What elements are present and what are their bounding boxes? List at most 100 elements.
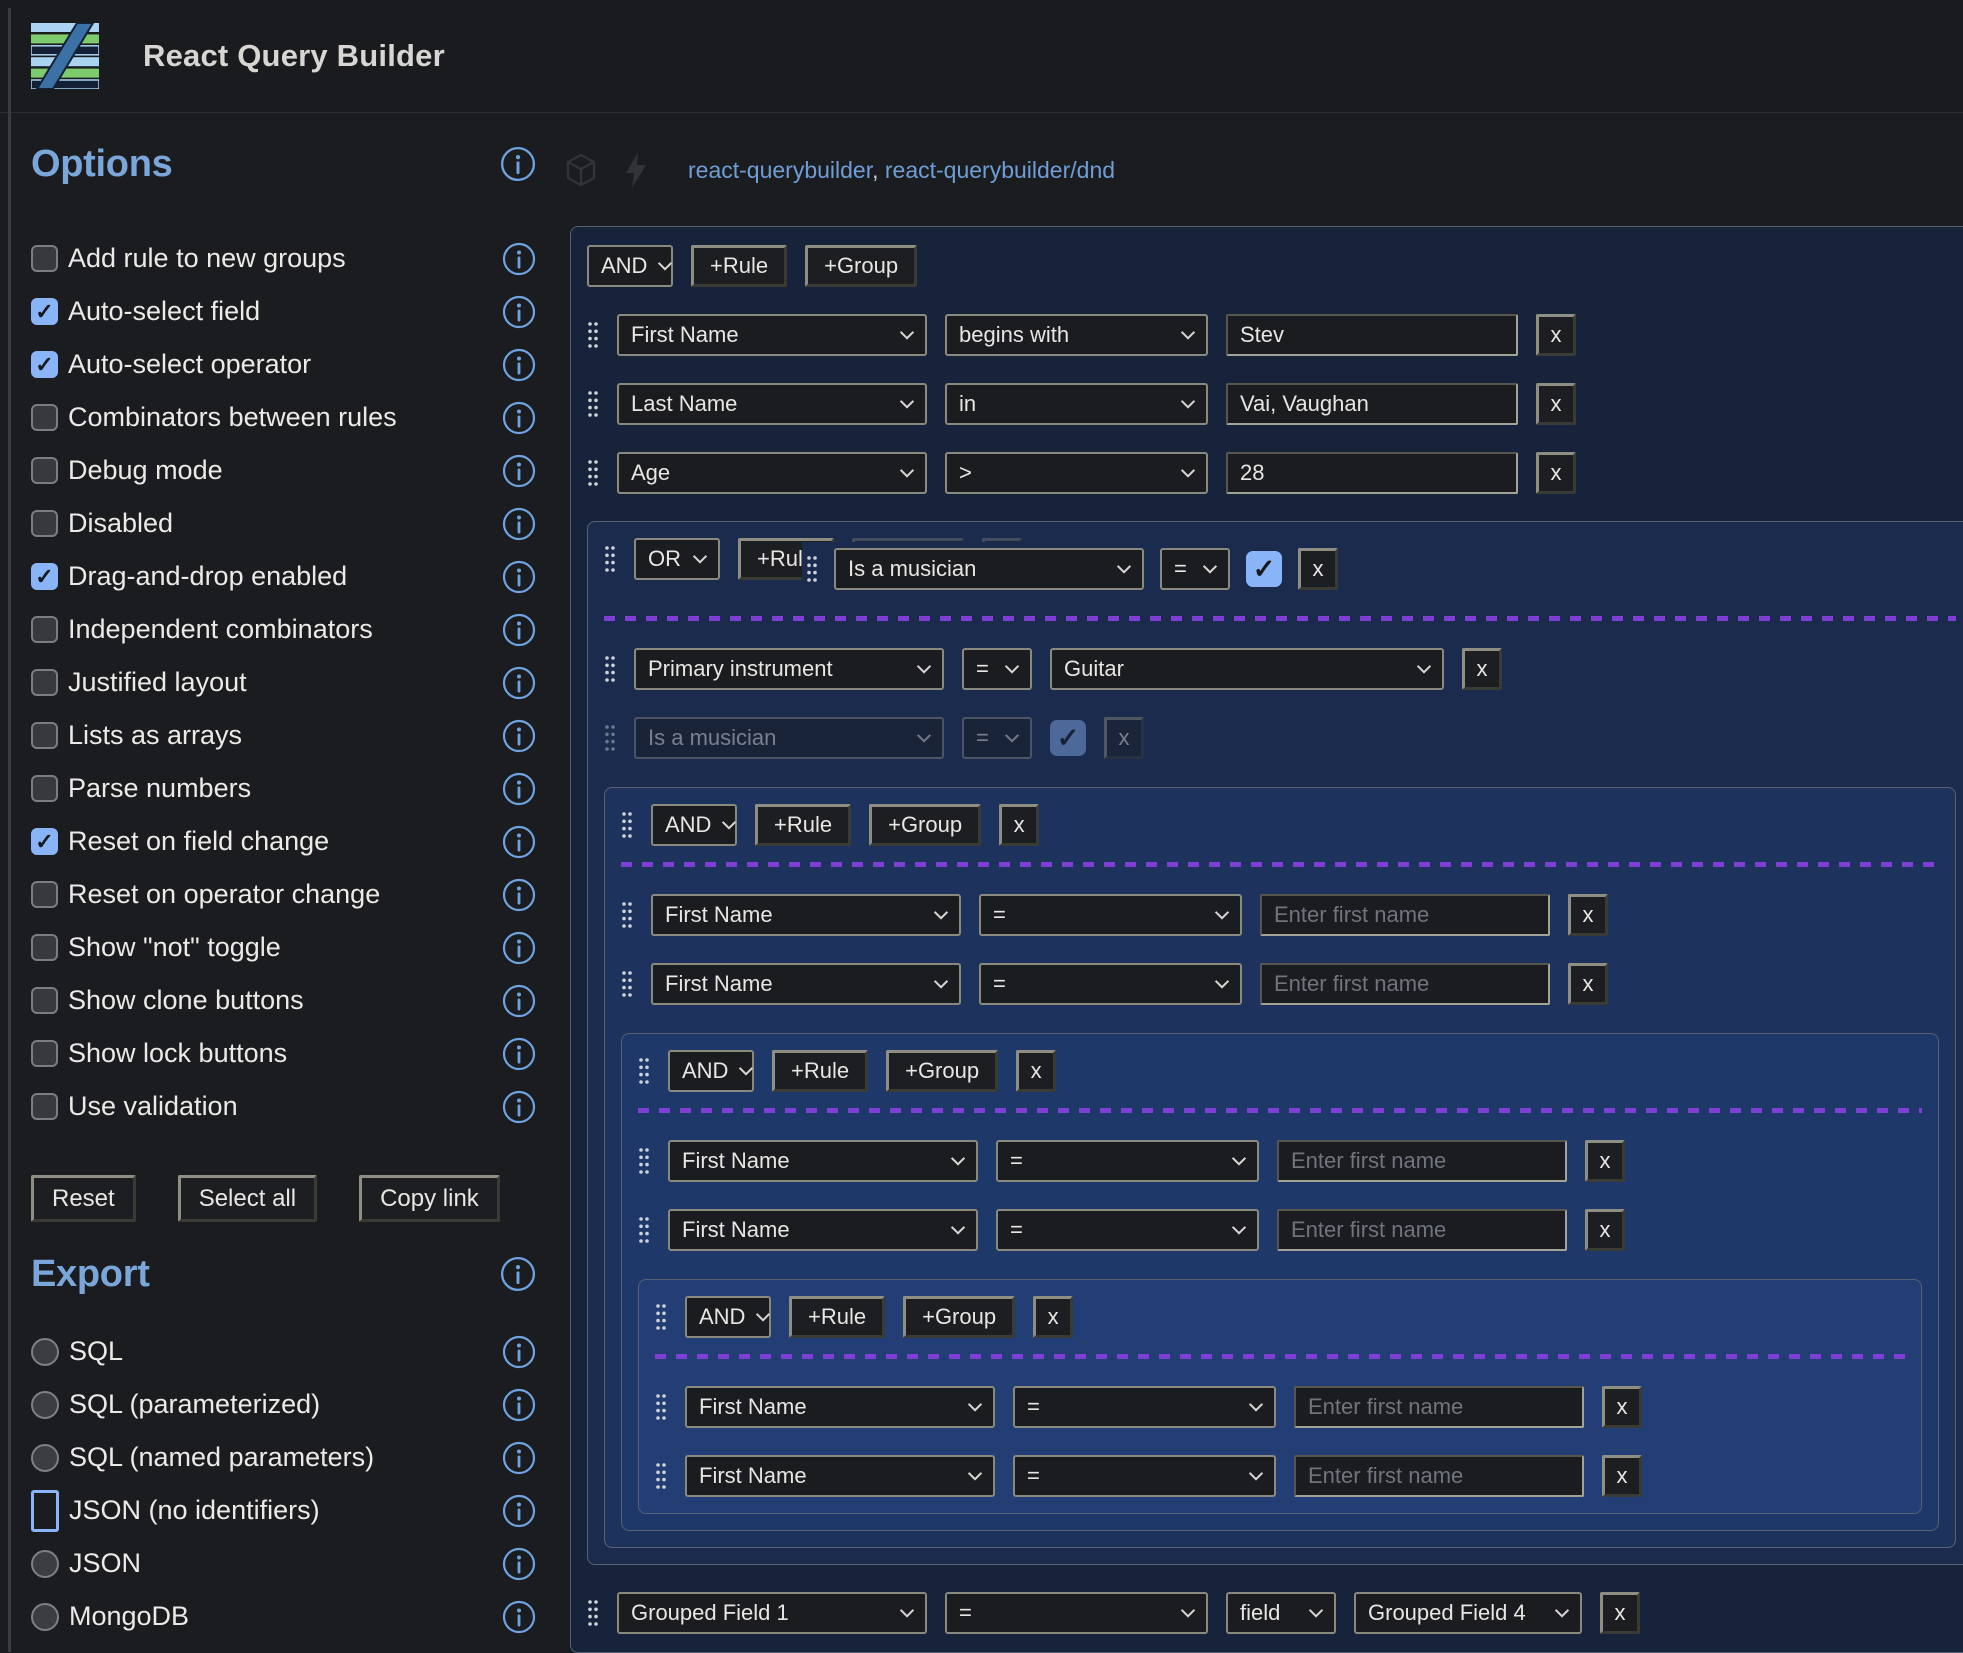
- remove-rule-button[interactable]: x: [1585, 1209, 1625, 1251]
- combinator-select[interactable]: AND: [587, 245, 673, 287]
- field-select[interactable]: First Name: [685, 1455, 995, 1497]
- remove-rule-button[interactable]: x: [1585, 1140, 1625, 1182]
- operator-select[interactable]: =: [962, 717, 1032, 759]
- operator-select[interactable]: =: [1160, 548, 1230, 590]
- value-input[interactable]: [1294, 1455, 1584, 1497]
- info-icon[interactable]: [502, 1547, 536, 1581]
- info-icon[interactable]: [502, 560, 536, 594]
- value-input[interactable]: [1294, 1386, 1584, 1428]
- info-icon[interactable]: [502, 1090, 536, 1124]
- remove-group-button[interactable]: x: [999, 804, 1040, 846]
- info-icon[interactable]: [502, 772, 536, 806]
- export-radio[interactable]: [31, 1390, 59, 1419]
- info-icon[interactable]: [502, 931, 536, 965]
- combinator-select[interactable]: AND: [668, 1050, 754, 1092]
- add-rule-button[interactable]: +Rule: [755, 804, 852, 846]
- option-checkbox[interactable]: [31, 1093, 58, 1120]
- combinator-select[interactable]: AND: [651, 804, 737, 846]
- options-info-icon[interactable]: [500, 146, 536, 182]
- select-all-button[interactable]: Select all: [177, 1175, 318, 1222]
- value-checkbox[interactable]: ✓: [1050, 720, 1086, 756]
- drag-handle-icon[interactable]: [604, 654, 616, 684]
- info-icon[interactable]: [502, 348, 536, 382]
- drag-handle-icon[interactable]: [621, 969, 633, 999]
- field-select[interactable]: Primary instrument: [634, 648, 944, 690]
- drag-handle-icon[interactable]: [638, 1146, 650, 1176]
- value-checkbox[interactable]: ✓: [1246, 551, 1282, 587]
- remove-rule-button[interactable]: x: [1536, 383, 1576, 425]
- value-input[interactable]: [1260, 963, 1550, 1005]
- info-icon[interactable]: [502, 295, 536, 329]
- remove-rule-button[interactable]: x: [1298, 548, 1338, 590]
- reset-button[interactable]: Reset: [31, 1175, 136, 1222]
- operator-select[interactable]: in: [945, 383, 1208, 425]
- field-select[interactable]: Grouped Field 1: [617, 1592, 927, 1634]
- field-select[interactable]: Last Name: [617, 383, 927, 425]
- remove-rule-button[interactable]: x: [1462, 648, 1502, 690]
- info-icon[interactable]: [502, 454, 536, 488]
- operator-select[interactable]: =: [945, 1592, 1208, 1634]
- export-radio[interactable]: [31, 1443, 59, 1472]
- field-select[interactable]: Is a musician: [634, 717, 944, 759]
- option-checkbox[interactable]: [31, 457, 58, 484]
- field-select[interactable]: Is a musician: [834, 548, 1144, 590]
- option-checkbox[interactable]: [31, 669, 58, 696]
- drag-handle-icon[interactable]: [655, 1302, 667, 1332]
- export-radio[interactable]: [31, 1337, 59, 1366]
- info-icon[interactable]: [502, 507, 536, 541]
- add-rule-button[interactable]: +Rule: [789, 1296, 886, 1338]
- operator-select[interactable]: =: [1013, 1386, 1276, 1428]
- info-icon[interactable]: [502, 1037, 536, 1071]
- operator-select[interactable]: =: [979, 894, 1242, 936]
- copy-link-button[interactable]: Copy link: [359, 1175, 500, 1222]
- remove-rule-button[interactable]: x: [1600, 1592, 1640, 1634]
- add-rule-button[interactable]: +Rule: [691, 245, 788, 287]
- option-checkbox[interactable]: [31, 245, 58, 272]
- operator-select[interactable]: >: [945, 452, 1208, 494]
- operator-select[interactable]: =: [979, 963, 1242, 1005]
- export-info-icon[interactable]: [500, 1256, 536, 1292]
- remove-rule-button[interactable]: x: [1536, 314, 1576, 356]
- option-checkbox[interactable]: [31, 722, 58, 749]
- operator-select[interactable]: =: [996, 1140, 1259, 1182]
- combinator-select[interactable]: AND: [685, 1296, 771, 1338]
- value-input[interactable]: [1277, 1209, 1567, 1251]
- remove-group-button[interactable]: x: [1016, 1050, 1057, 1092]
- info-icon[interactable]: [502, 1494, 536, 1528]
- info-icon[interactable]: [502, 825, 536, 859]
- value-field-select[interactable]: Grouped Field 4: [1354, 1592, 1582, 1634]
- option-checkbox[interactable]: [31, 934, 58, 961]
- lightning-icon[interactable]: [624, 151, 648, 189]
- export-radio[interactable]: [31, 1602, 59, 1631]
- field-select[interactable]: Age: [617, 452, 927, 494]
- export-radio[interactable]: [31, 1489, 59, 1532]
- info-icon[interactable]: [502, 613, 536, 647]
- remove-rule-button[interactable]: x: [1602, 1386, 1642, 1428]
- value-input[interactable]: [1226, 452, 1518, 494]
- drag-handle-icon[interactable]: [587, 320, 599, 350]
- remove-rule-button[interactable]: x: [1568, 963, 1608, 1005]
- operator-select[interactable]: =: [962, 648, 1032, 690]
- field-select[interactable]: First Name: [617, 314, 927, 356]
- option-checkbox[interactable]: [31, 404, 58, 431]
- info-icon[interactable]: [502, 1441, 536, 1475]
- field-select[interactable]: First Name: [651, 894, 961, 936]
- drag-handle-icon[interactable]: [587, 1598, 599, 1628]
- field-select[interactable]: First Name: [668, 1209, 978, 1251]
- option-checkbox[interactable]: [31, 510, 58, 537]
- info-icon[interactable]: [502, 719, 536, 753]
- remove-rule-button[interactable]: x: [1568, 894, 1608, 936]
- drag-handle-icon[interactable]: [655, 1461, 667, 1491]
- option-checkbox[interactable]: [31, 616, 58, 643]
- value-input[interactable]: [1226, 383, 1518, 425]
- option-checkbox[interactable]: ✓: [31, 298, 58, 325]
- option-checkbox[interactable]: ✓: [31, 351, 58, 378]
- field-select[interactable]: First Name: [668, 1140, 978, 1182]
- value-select[interactable]: Guitar: [1050, 648, 1444, 690]
- option-checkbox[interactable]: [31, 775, 58, 802]
- value-input[interactable]: [1277, 1140, 1567, 1182]
- option-checkbox[interactable]: ✓: [31, 828, 58, 855]
- add-rule-button[interactable]: +Rule: [772, 1050, 869, 1092]
- info-icon[interactable]: [502, 1335, 536, 1369]
- value-input[interactable]: [1260, 894, 1550, 936]
